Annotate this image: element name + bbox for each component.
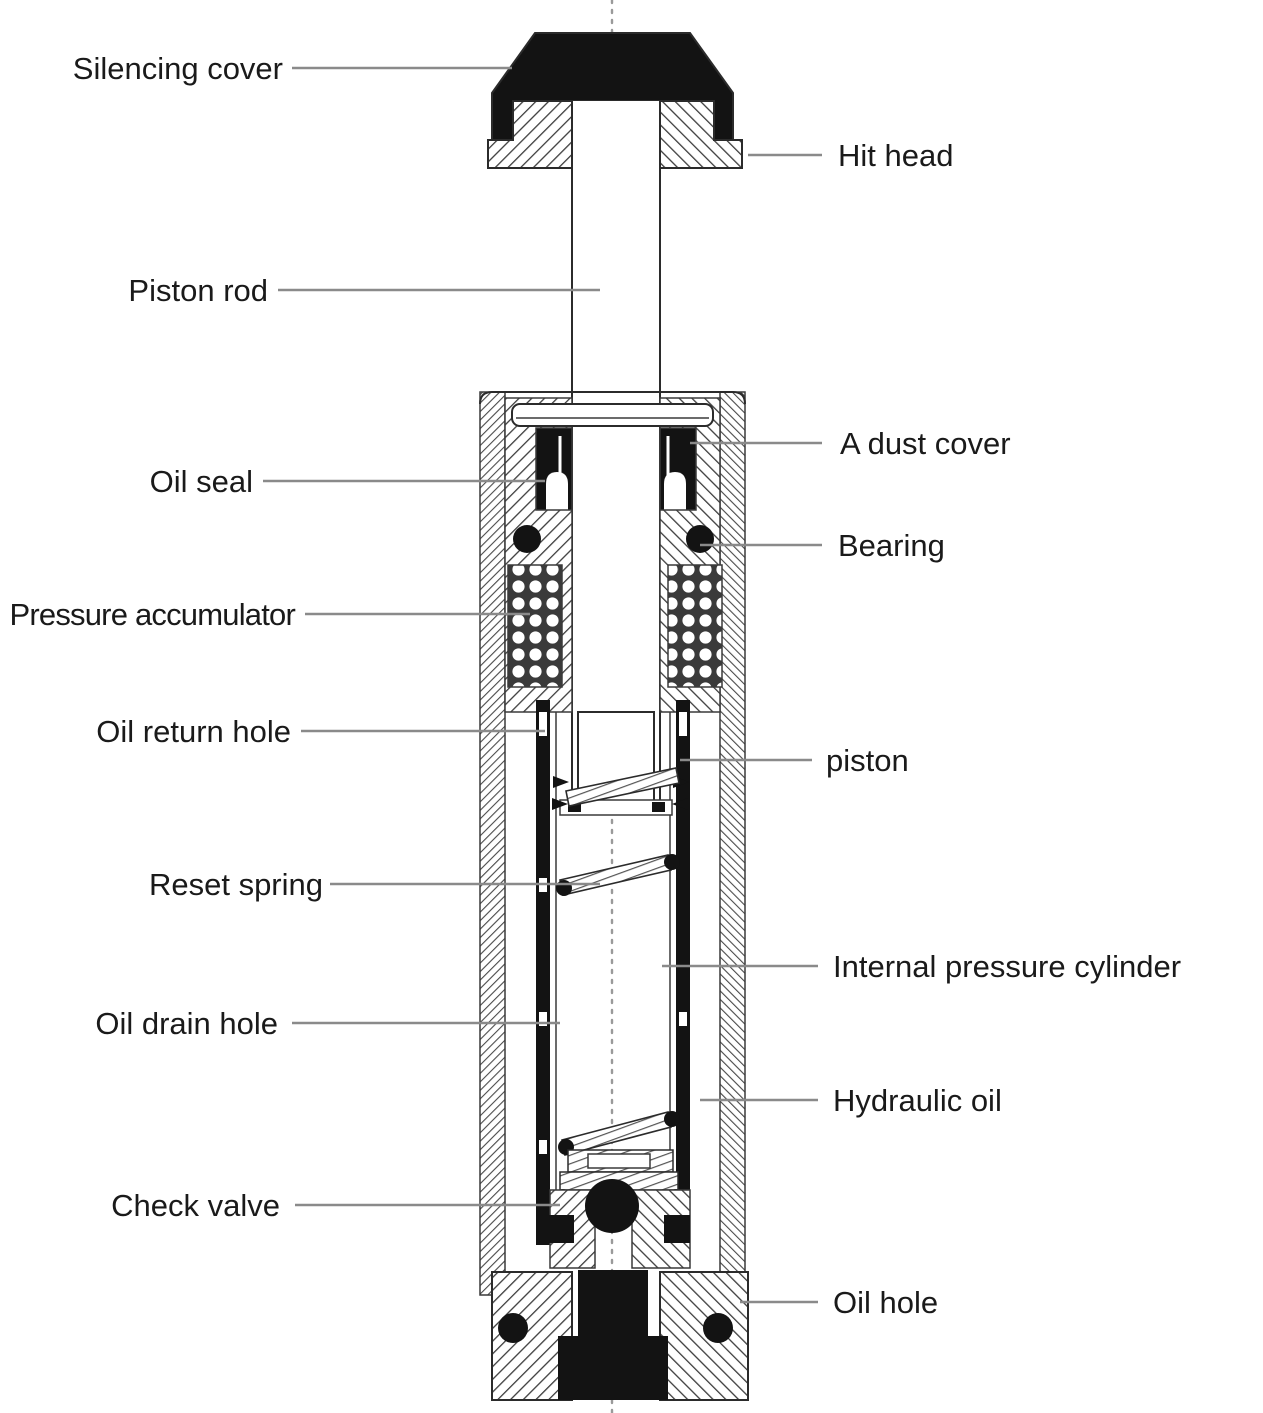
leader-lines-left <box>263 66 600 1207</box>
label-hit-head: Hit head <box>838 138 953 173</box>
label-oil-drain-hole: Oil drain hole <box>95 1006 278 1041</box>
label-piston-rod: Piston rod <box>128 273 268 308</box>
label-check-valve: Check valve <box>111 1188 280 1223</box>
label-oil-hole: Oil hole <box>833 1285 938 1320</box>
oil-hole-part <box>558 1270 668 1400</box>
pressure-accumulator-part <box>507 564 723 688</box>
oil-return-hole-slot <box>679 712 687 736</box>
leader-lines-right <box>662 153 822 1304</box>
check-valve-part <box>585 1179 639 1233</box>
reset-spring-part <box>556 767 680 1156</box>
a-dust-cover-part <box>511 403 714 427</box>
oil-drain-hole-slot <box>539 1140 547 1154</box>
label-bearing: Bearing <box>838 528 945 563</box>
label-internal-pressure-cylinder: Internal pressure cylinder <box>833 949 1181 984</box>
internal-pressure-cylinder-part <box>536 700 690 1245</box>
label-piston: piston <box>826 743 909 778</box>
labels-left: Silencing cover Piston rod Oil seal Pres… <box>9 51 323 1223</box>
oil-seal-part <box>535 427 697 511</box>
label-a-dust-cover: A dust cover <box>840 426 1011 461</box>
label-pressure-accumulator: Pressure accumulator <box>9 597 295 632</box>
oil-return-hole-slot <box>539 712 547 736</box>
oil-drain-hole-slot <box>679 1012 687 1026</box>
label-oil-return-hole: Oil return hole <box>96 714 291 749</box>
label-silencing-cover: Silencing cover <box>73 51 283 86</box>
oil-drain-hole-slot <box>539 1012 547 1026</box>
piston-rod-part <box>571 101 661 801</box>
label-hydraulic-oil: Hydraulic oil <box>833 1083 1002 1118</box>
base-block-part <box>491 1189 749 1401</box>
labels-right: Hit head A dust cover Bearing piston Int… <box>826 138 1181 1320</box>
label-oil-seal: Oil seal <box>150 464 253 499</box>
label-reset-spring: Reset spring <box>149 867 323 902</box>
